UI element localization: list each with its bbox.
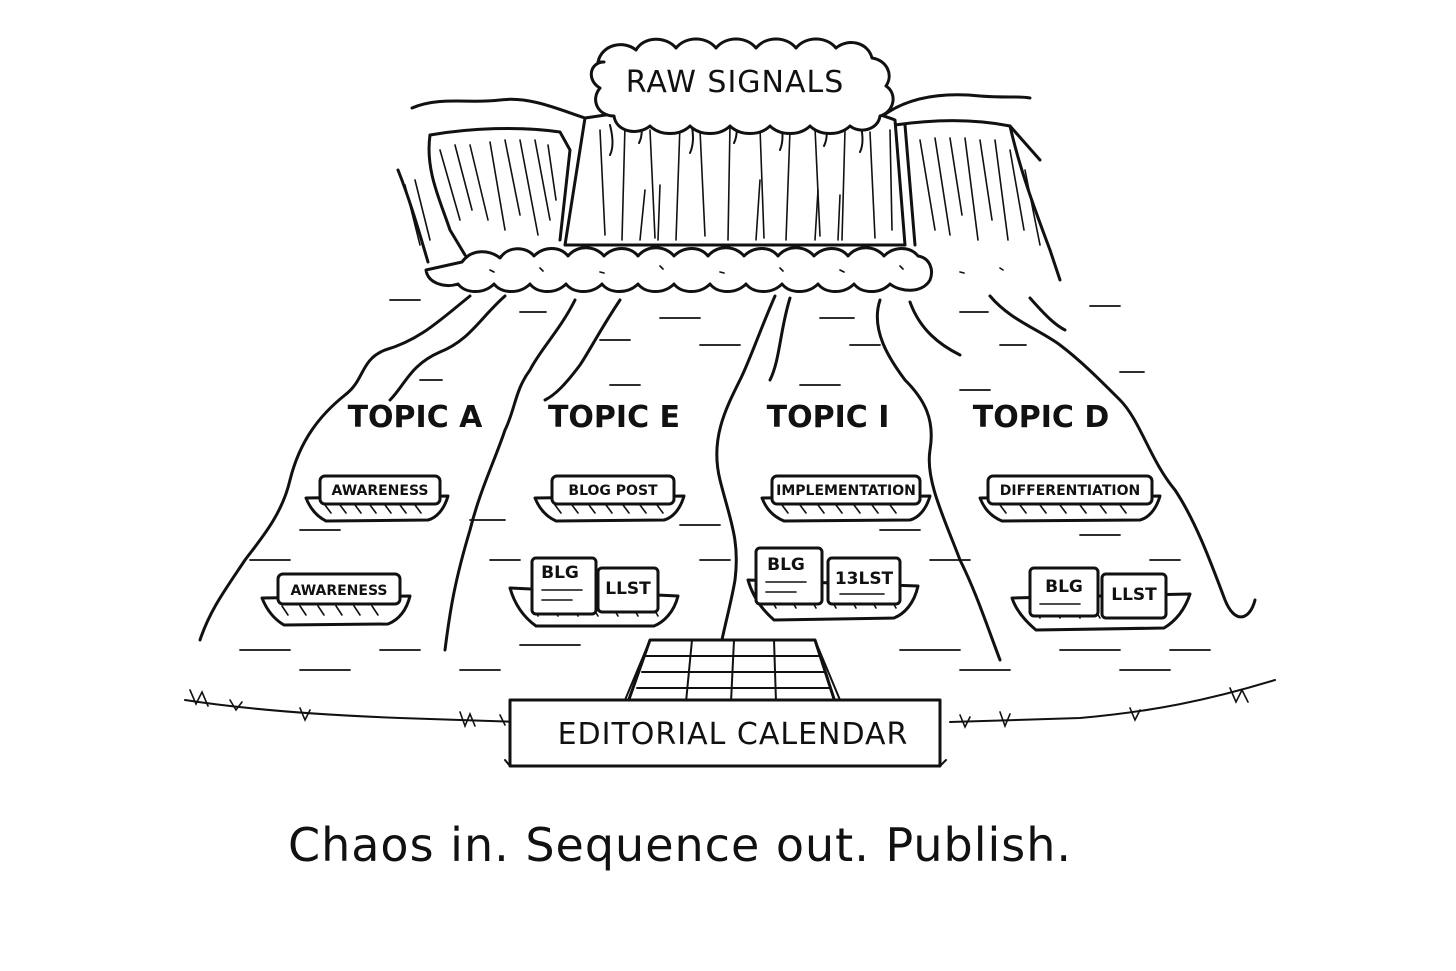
lower-tag-blg: BLG	[541, 563, 579, 583]
raw-signals-label: RAW SIGNALS	[626, 65, 845, 100]
raw-signals-cloud: RAW SIGNALS	[589, 37, 895, 135]
lower-tag-list: LLST	[605, 579, 651, 599]
boat-tag-awareness: AWARENESS	[331, 483, 428, 499]
boat-tag-implementation: IMPLEMENTATION	[776, 483, 916, 499]
lower-tag-list-d: LLST	[1111, 585, 1157, 605]
boat-topic-i-upper: IMPLEMENTATION	[760, 474, 932, 523]
river-streams	[184, 294, 1276, 729]
boat-topic-e-upper: BLOG POST	[533, 474, 686, 523]
boat-tag-blog-post: BLOG POST	[568, 483, 658, 499]
lower-tag-13lst: 13LST	[835, 569, 894, 589]
boat-topic-e-lower: BLG LLST	[508, 556, 680, 628]
lower-boats: AWARENESS BLG LLST BLG 13LST BLG	[260, 546, 1192, 632]
lower-tag-blg-i: BLG	[767, 555, 805, 575]
topic-d-label: TOPIC D	[973, 400, 1109, 435]
boat-topic-i-lower: BLG 13LST	[746, 546, 920, 622]
caption: Chaos in. Sequence out. Publish.	[287, 818, 1073, 872]
lower-tag-awareness: AWARENESS	[290, 583, 387, 599]
editorial-calendar-label: EDITORIAL CALENDAR	[558, 717, 909, 752]
topic-labels: TOPIC A TOPIC E TOPIC I TOPIC D	[348, 400, 1110, 435]
boat-topic-d-lower: BLG LLST	[1010, 566, 1192, 632]
boat-tag-differentiation: DIFFERENTIATION	[1000, 483, 1140, 499]
boat-topic-a-lower: AWARENESS	[260, 572, 412, 627]
editorial-calendar: EDITORIAL CALENDAR	[504, 638, 947, 768]
boat-topic-a-upper: AWARENESS	[304, 474, 450, 523]
upper-boats: AWARENESS BLOG POST IMPLEMENTATION DIFFE…	[304, 474, 1162, 523]
boat-topic-d-upper: DIFFERENTIATION	[978, 474, 1162, 523]
topic-e-label: TOPIC E	[548, 400, 680, 435]
lower-tag-blg-d: BLG	[1045, 577, 1083, 597]
topic-i-label: TOPIC I	[767, 400, 890, 435]
topic-a-label: TOPIC A	[348, 400, 484, 435]
